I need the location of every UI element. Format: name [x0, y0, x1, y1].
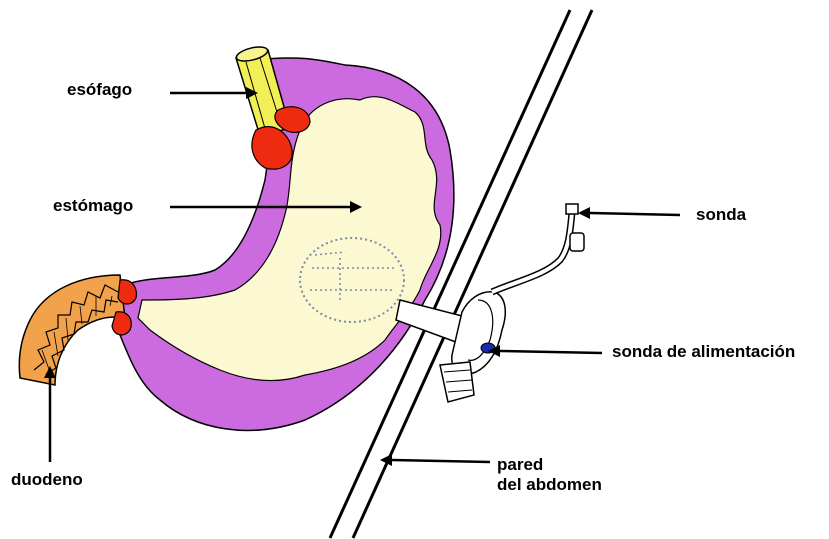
label-abdominal-wall-line1: pared [497, 455, 543, 474]
label-feeding-tube: sonda de alimentación [612, 342, 795, 362]
label-abdominal-wall-line2: del abdomen [497, 475, 602, 495]
label-abdominal-wall: pared del abdomen [497, 455, 602, 495]
label-stomach: estómago [53, 196, 133, 216]
label-duodenum: duodeno [11, 470, 83, 490]
duodenum [19, 275, 125, 385]
label-tube: sonda [696, 205, 746, 225]
tube-line [492, 204, 584, 292]
label-esophagus: esófago [67, 80, 132, 100]
feeding-tube-port [440, 292, 505, 402]
